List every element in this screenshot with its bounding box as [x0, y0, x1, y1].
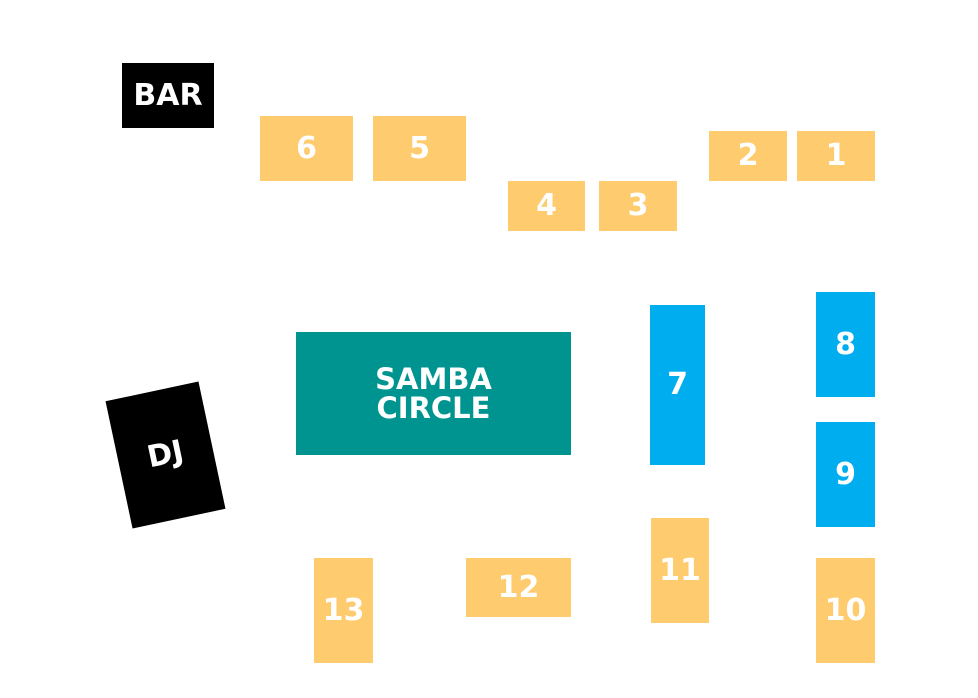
- table-9: 9: [816, 422, 875, 527]
- table-label: 2: [737, 138, 759, 173]
- table-label: 8: [835, 326, 856, 362]
- table-7: 7: [650, 305, 705, 465]
- bar: BAR: [122, 63, 214, 128]
- samba-circle: SAMBA CIRCLE: [296, 332, 571, 455]
- table-12: 12: [466, 558, 571, 617]
- table-label: 13: [322, 592, 365, 628]
- table-label: 1: [825, 138, 847, 173]
- table-label: 3: [627, 188, 649, 223]
- table-label: 6: [296, 130, 317, 166]
- table-label: 10: [824, 592, 867, 628]
- table-3: 3: [599, 181, 677, 231]
- samba-label-line2: CIRCLE: [376, 390, 491, 425]
- table-label: 5: [409, 130, 430, 166]
- table-10: 10: [816, 558, 875, 663]
- table-4: 4: [508, 181, 585, 231]
- table-2: 2: [709, 131, 787, 181]
- dj-booth: DJ: [105, 381, 226, 529]
- table-label: 9: [835, 456, 856, 492]
- table-label: 4: [536, 188, 557, 223]
- dj-label: DJ: [144, 433, 187, 476]
- table-label: 7: [667, 367, 688, 402]
- table-11: 11: [651, 518, 709, 623]
- table-13: 13: [314, 558, 373, 663]
- samba-label-line1: SAMBA: [375, 361, 492, 396]
- bar-label: BAR: [133, 77, 203, 113]
- table-5: 5: [373, 116, 466, 181]
- table-label: 12: [497, 569, 540, 605]
- table-6: 6: [260, 116, 353, 181]
- table-1: 1: [797, 131, 875, 181]
- table-8: 8: [816, 292, 875, 397]
- table-label: 11: [659, 552, 701, 588]
